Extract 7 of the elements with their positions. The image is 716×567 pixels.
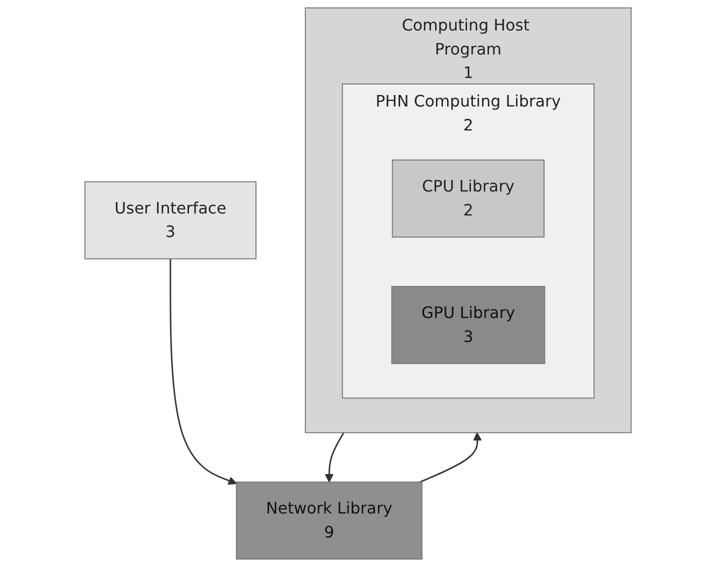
arrow	[420, 432, 482, 483]
node-box: GPU Library 3	[391, 286, 546, 364]
node-box: CPU Library 2	[392, 160, 545, 238]
arrow	[324, 432, 344, 482]
node-box: Network Library 9	[236, 482, 422, 560]
arrow	[170, 258, 237, 485]
node-box: User Interface 3	[84, 181, 256, 260]
